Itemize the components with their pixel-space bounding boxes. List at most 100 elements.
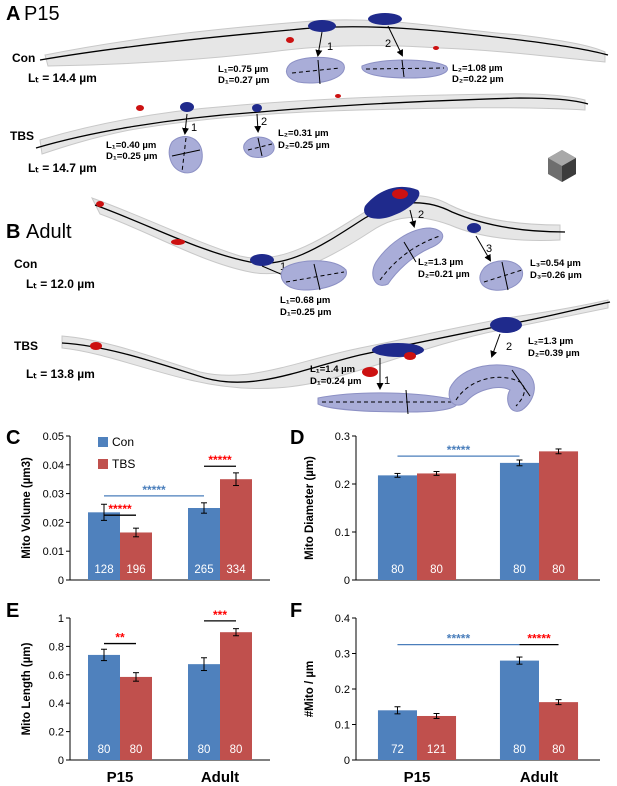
mito-dark-icon [372, 343, 424, 357]
mito-number: 1 [280, 261, 286, 273]
panel-a-title: P15 [24, 3, 60, 25]
y-axis-label: #Mito / µm [304, 661, 316, 717]
y-tick-label: 0.2 [335, 479, 350, 491]
measurement: L₂=0.31 µm [278, 128, 329, 139]
mito-red-icon [96, 201, 104, 207]
dendrite-p15-con [39, 13, 609, 67]
mito-number: 2 [418, 209, 424, 221]
significance-stars: ***** [142, 483, 166, 497]
sample-count-label: 265 [194, 564, 213, 576]
label-tbs: TBS [14, 339, 38, 353]
panel-b: B Adult Con Lₜ = 12.0 µm 1 2 3 L₁=0.68 µ [6, 186, 611, 415]
bar-con [499, 462, 539, 580]
mito-number: 2 [506, 341, 512, 353]
bar-tbs [120, 532, 152, 580]
y-tick-label: 0.3 [335, 431, 350, 443]
y-tick-label: 0 [344, 575, 350, 587]
significance-stars: ***** [108, 502, 132, 516]
label-con: Con [12, 51, 35, 65]
measurement: L₁=0.68 µm [280, 295, 330, 306]
3d-orientation-cube-icon [548, 150, 576, 182]
sample-count-label: 80 [198, 744, 211, 756]
y-tick-label: 0.01 [43, 546, 64, 558]
sample-count-label: 80 [130, 744, 143, 756]
measurement: L₁=1.4 µm [310, 364, 355, 375]
bar-con [188, 508, 220, 580]
sample-count-label: 128 [94, 564, 113, 576]
mito-dark-icon [467, 223, 481, 233]
length-total: Lₜ = 14.4 µm [28, 71, 97, 85]
measurement: L₂=1.08 µm [452, 63, 503, 74]
bar-con [88, 512, 120, 580]
measurement: D₂=0.22 µm [452, 74, 504, 85]
sample-count-label: 80 [391, 564, 404, 576]
y-axis-label: Mito Diameter (µm) [304, 456, 316, 560]
legend-swatch-tbs [98, 459, 108, 469]
x-category-label: Adult [520, 769, 558, 786]
label-con: Con [14, 257, 37, 271]
y-tick-label: 0 [344, 755, 350, 767]
legend-label-tbs: TBS [112, 457, 135, 471]
measurement: D₁=0.25 µm [106, 151, 157, 162]
length-total: Lₜ = 12.0 µm [26, 277, 95, 291]
panel-e-letter: E [6, 600, 19, 622]
mito-dark-icon [368, 13, 402, 25]
y-tick-label: 0.04 [43, 460, 64, 472]
length-total: Lₜ = 13.8 µm [26, 367, 95, 381]
bar-tbs [120, 676, 152, 760]
measurement: D₂=0.39 µm [528, 348, 580, 359]
bar-tbs [220, 479, 252, 580]
measurement: L₂=1.3 µm [528, 336, 573, 347]
mito-red-icon [404, 352, 416, 360]
y-tick-label: 0.3 [335, 649, 350, 661]
bar-con [377, 710, 417, 760]
significance-stars: ***** [527, 632, 551, 646]
significance-stars: ** [115, 631, 125, 645]
mito-dark-icon [250, 254, 274, 266]
bar-tbs [220, 632, 252, 760]
mito-red-icon [171, 239, 185, 245]
mito-dark-icon [180, 102, 194, 112]
dendrite-adult-con [90, 186, 566, 275]
mito-number: 3 [486, 243, 492, 255]
panel-a-letter: A [6, 3, 20, 25]
y-tick-label: 0.05 [43, 431, 64, 443]
sample-count-label: 80 [98, 744, 111, 756]
measurement: L₂=1.3 µm [418, 257, 463, 268]
y-tick-label: 0.2 [49, 727, 64, 739]
panel-d-letter: D [290, 427, 304, 449]
mito-dark-icon [490, 317, 522, 333]
sample-count-label: 196 [126, 564, 145, 576]
mito-dark-icon [252, 104, 262, 112]
mito-zoom-icon [479, 260, 524, 291]
measurement: D₂=0.25 µm [278, 140, 330, 151]
measurement: L₁=0.40 µm [106, 140, 156, 151]
sample-count-label: 72 [391, 744, 404, 756]
x-category-label: Adult [201, 769, 239, 786]
mito-zoom-icon [448, 364, 535, 412]
measurement: D₃=0.26 µm [530, 270, 582, 281]
y-tick-label: 1 [58, 613, 64, 625]
measurement: D₁=0.27 µm [218, 75, 269, 86]
sample-count-label: 80 [230, 744, 243, 756]
measurement: L₁=0.75 µm [218, 64, 268, 75]
y-tick-label: 0 [58, 575, 64, 587]
length-total: Lₜ = 14.7 µm [28, 161, 97, 175]
dendrite-p15-tbs [35, 93, 589, 155]
mito-zoom-icon [280, 260, 347, 291]
y-tick-label: 0.1 [335, 527, 350, 539]
y-tick-label: 0.6 [49, 670, 64, 682]
measurement: L₃=0.54 µm [530, 258, 581, 269]
mito-red-icon [362, 367, 378, 377]
mito-red-icon [90, 342, 102, 350]
mito-zoom-icon [243, 136, 275, 159]
chart-legend: Con TBS [98, 435, 135, 471]
mito-dark-icon [308, 20, 336, 32]
sample-count-label: 80 [430, 564, 443, 576]
panel-b-title: Adult [26, 221, 72, 243]
bar-tbs [417, 473, 457, 580]
significance-stars: ***** [447, 443, 471, 457]
mito-red-icon [286, 37, 294, 43]
panel-c-letter: C [6, 427, 20, 449]
